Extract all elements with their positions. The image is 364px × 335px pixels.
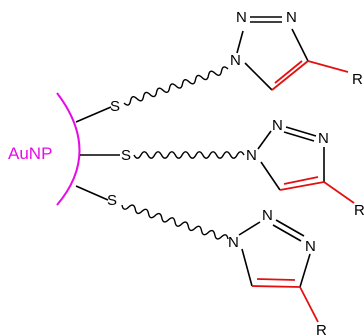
au-s-bond: [75, 185, 109, 201]
nitrogen-atom: N: [230, 52, 241, 69]
sulfur-atom: S: [110, 98, 120, 115]
au-s-bond: [75, 106, 112, 123]
nitrogen-atom: N: [236, 9, 247, 26]
nitrogen-atom: N: [286, 9, 297, 26]
alkyl-chain: [123, 66, 229, 106]
triazole-ring: N N N R: [230, 9, 363, 91]
ligand-top: S N N N R: [75, 9, 363, 123]
sulfur-atom: S: [121, 147, 131, 164]
nanoparticle-surface-arc: [56, 92, 81, 206]
nitrogen-atom: N: [305, 238, 316, 255]
ligand-bottom: S N N N R: [75, 185, 327, 335]
substituent-r: R: [352, 71, 363, 88]
nitrogen-atom: N: [272, 117, 283, 134]
substituent-r: R: [316, 322, 327, 335]
sulfur-atom: S: [107, 192, 117, 209]
alkyl-chain: [121, 204, 229, 240]
substituent-r: R: [354, 202, 364, 219]
nitrogen-atom: N: [246, 147, 257, 164]
triazole-ring: N N N R: [228, 207, 327, 335]
triazole-ring: N N N R: [246, 117, 364, 219]
alkyl-chain: [133, 151, 245, 159]
nitrogen-atom: N: [318, 130, 329, 147]
nanoparticle-label: AuNP: [8, 144, 52, 163]
nitrogen-atom: N: [228, 234, 239, 251]
ligand-middle: S N N N R: [80, 117, 364, 219]
nitrogen-atom: N: [262, 207, 273, 224]
